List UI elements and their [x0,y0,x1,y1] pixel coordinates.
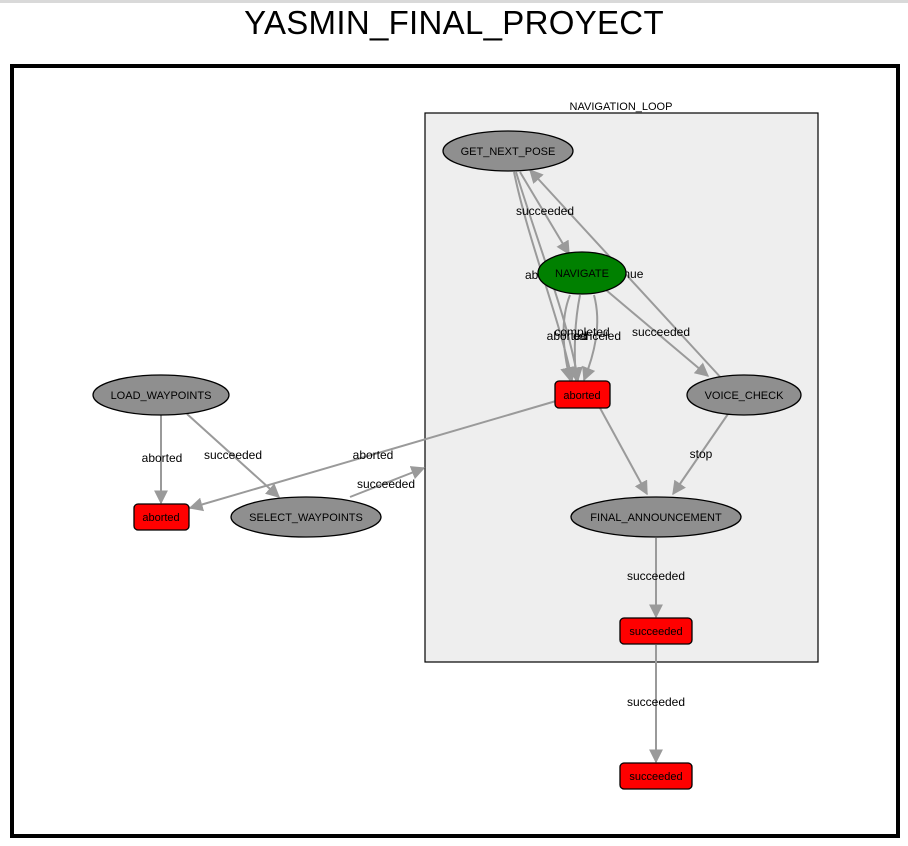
edge-label-nav-aborted: aborted [547,329,588,343]
edge-aborted-final [599,407,648,496]
state-label-final-announcement: FINAL_ANNOUNCEMENT [590,512,722,524]
outcome-aborted-outer [133,503,190,531]
state-label-navigate: NAVIGATE [555,268,609,280]
outcome-aborted-inner [554,380,611,409]
edge-label-select-succeeded: succeeded [357,477,415,491]
edge-load-succeeded [186,413,281,498]
outcome-label-succeeded-inner: succeeded [629,626,682,638]
edge-loop-aborted [188,400,557,512]
edge-label-voice-stop: stop [690,447,713,461]
outcome-succeeded-inner [619,617,693,645]
top-border [0,0,908,3]
edge-nav-completed [568,294,582,382]
outcome-label-succeeded-outer: succeeded [629,771,682,783]
outcome-succeeded-outer [619,762,693,790]
state-load-waypoints [92,374,230,416]
edge-nav-canceled [582,294,599,382]
edge-label-load-aborted: aborted [142,451,183,465]
state-get-next-pose [442,130,574,172]
state-label-select-waypoints: SELECT_WAYPOINTS [249,512,363,524]
edge-label-load-succeeded: succeeded [204,448,262,462]
edge-label-nav-succeeded: succeeded [632,325,690,339]
edge-label-final-succeeded: succeeded [627,569,685,583]
outcome-label-aborted-outer: aborted [142,512,179,524]
edge-select-succeeded [349,466,426,498]
edge-label-nav-completed: completed [554,325,609,339]
edge-nav-succeeded [605,289,710,377]
state-label-load-waypoints: LOAD_WAYPOINTS [111,390,212,402]
diagram-title: YASMIN_FINAL_PROYECT [244,4,664,41]
state-navigate [537,251,627,295]
state-label-get-next-pose: GET_NEXT_POSE [461,146,556,158]
state-label-voice-check: VOICE_CHECK [705,390,785,402]
edge-voice-stop [672,413,729,496]
edge-gnp-succeeded [519,171,570,256]
state-select-waypoints [230,496,382,538]
state-final-announcement [570,496,742,538]
edge-label-loop-succeeded: succeeded [627,695,685,709]
state-voice-check [686,374,802,416]
edge-continue [529,168,724,381]
edge-label-nav-canceled: canceled [573,329,621,343]
navigation-loop-label: NAVIGATION_LOOP [570,101,673,113]
edge-label-gnp-succeeded: succeeded [516,204,574,218]
edge-label-loop-aborted: aborted [353,448,394,462]
outcome-label-aborted-inner: aborted [563,390,600,402]
